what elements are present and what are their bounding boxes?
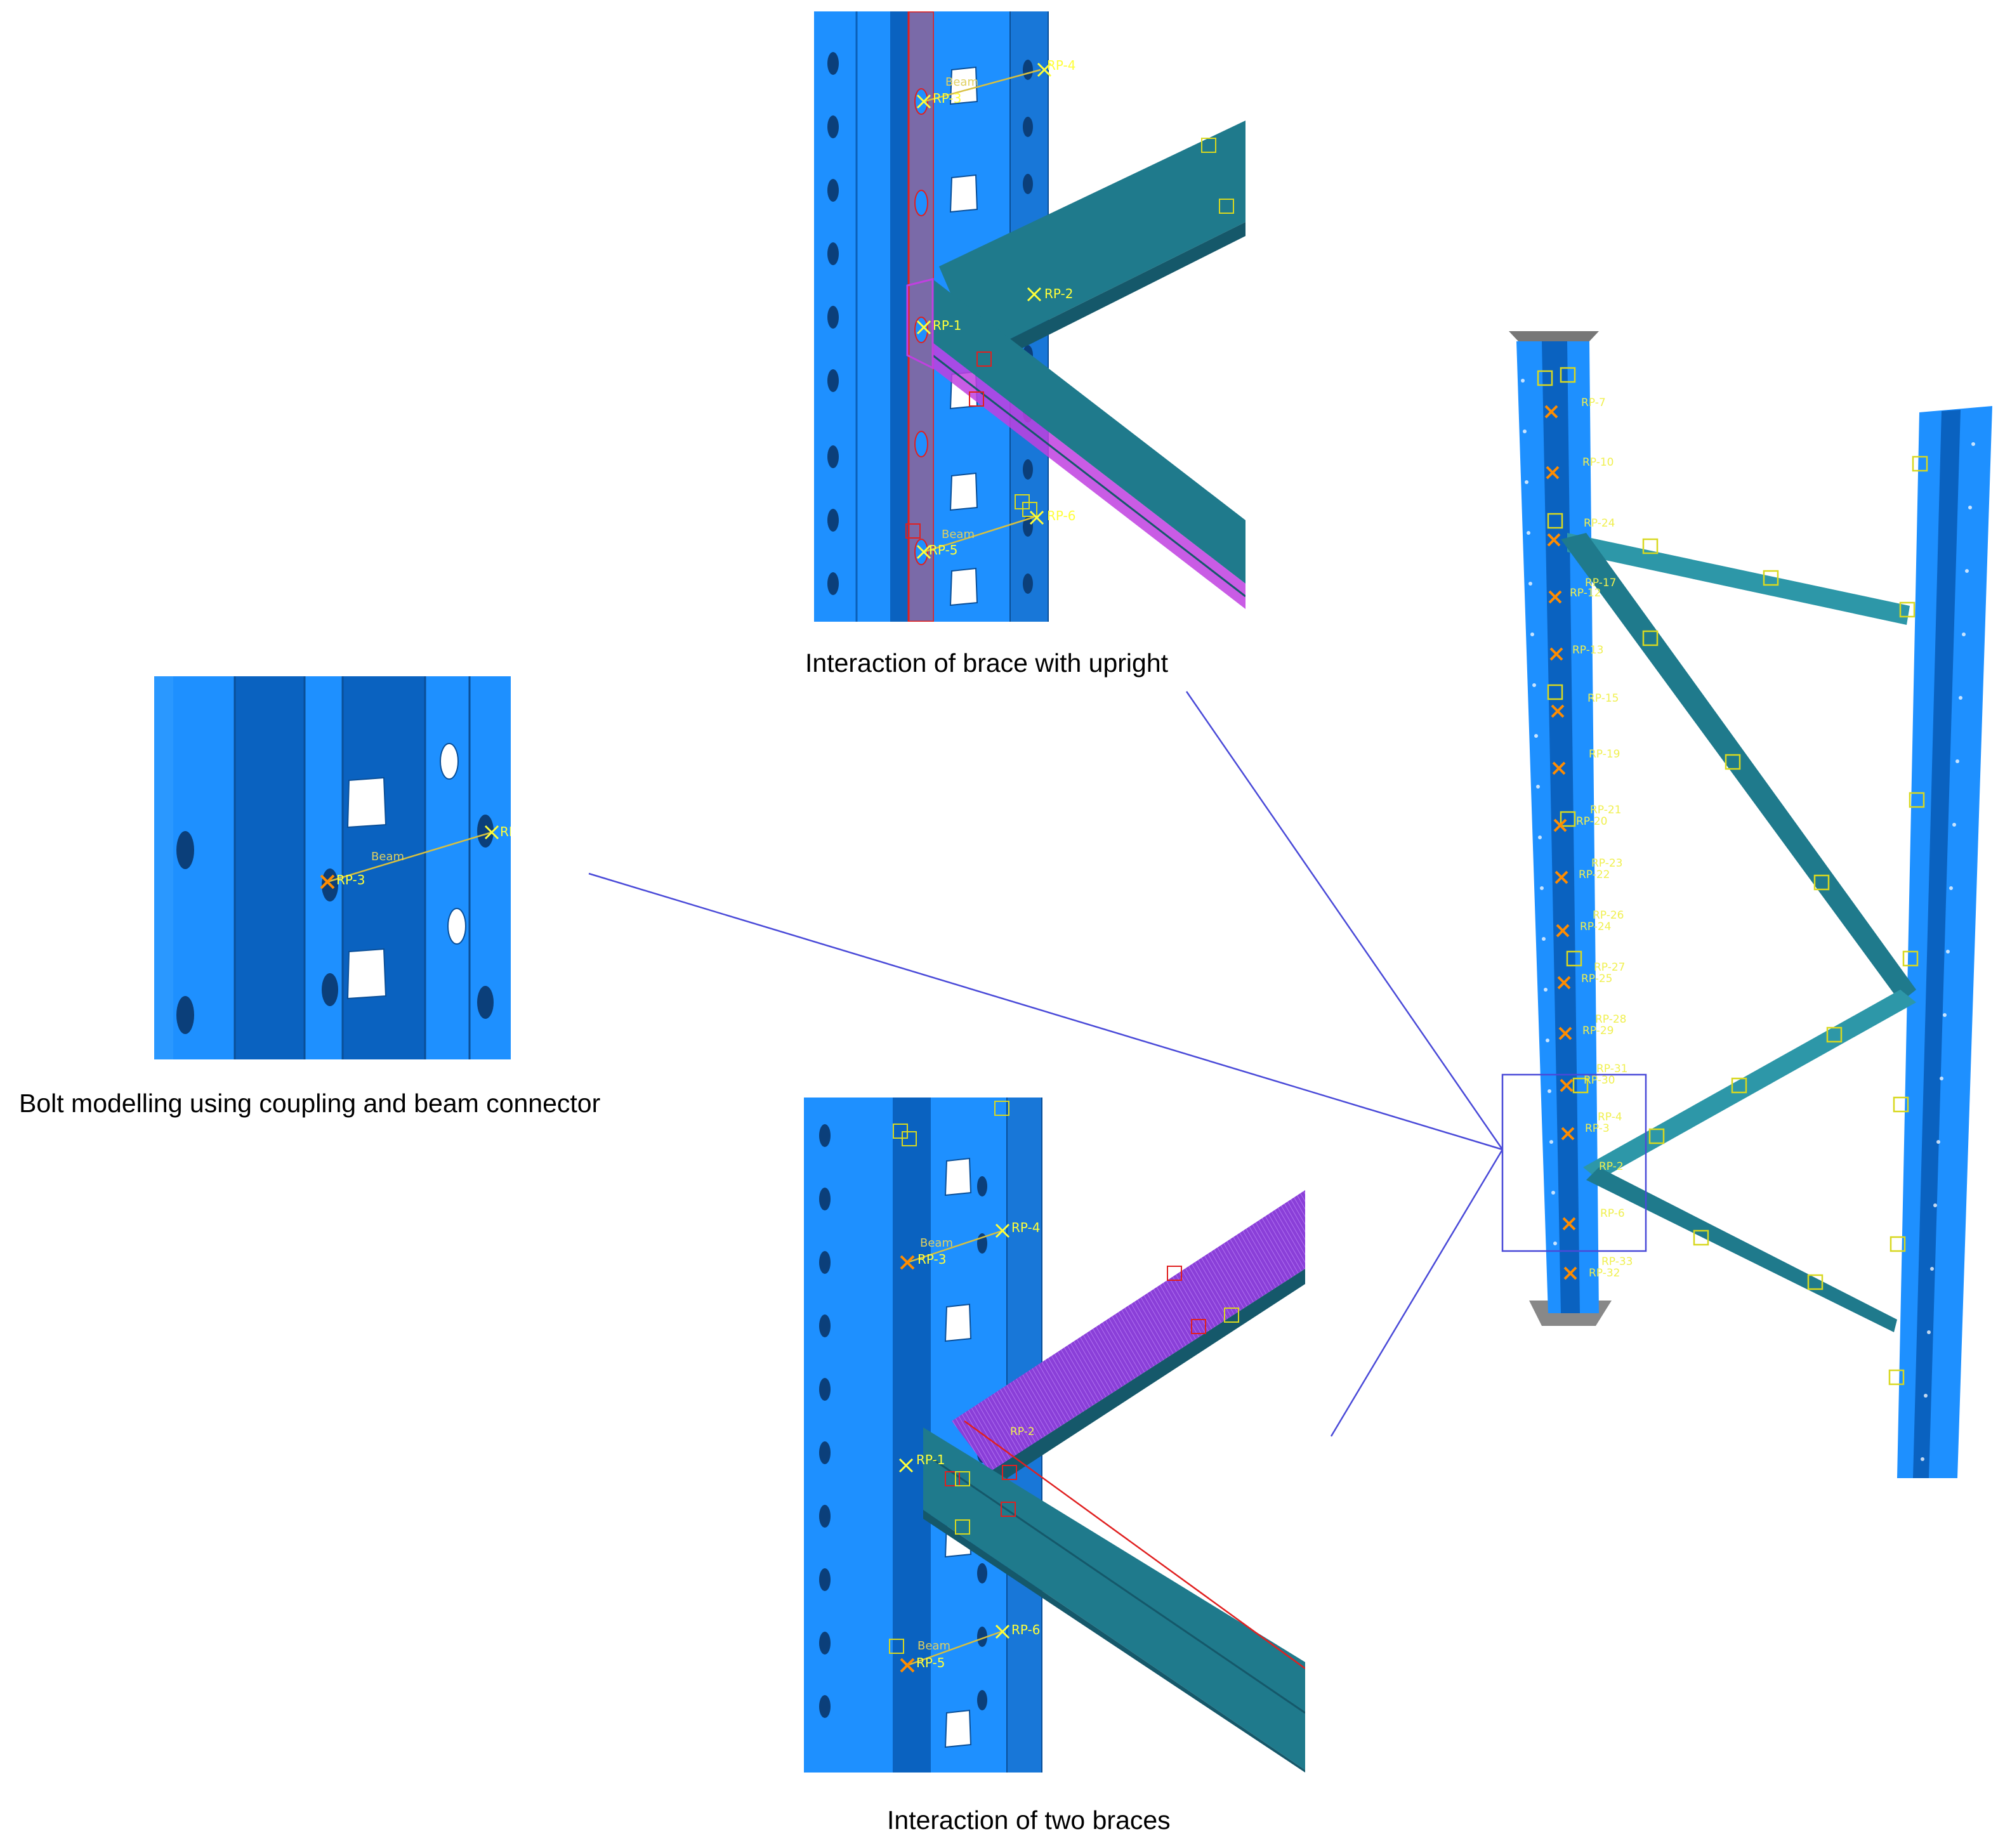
rp-label: RP-15 <box>1587 692 1619 705</box>
rp-label: RP-31 <box>1596 1063 1627 1075</box>
constraint-markers <box>1537 367 1928 1386</box>
reference-points <box>1544 405 1577 1280</box>
beam-label-left: Beam <box>371 850 404 863</box>
brace-lower <box>923 1427 1305 1770</box>
rp-label: RP-6 <box>1600 1207 1625 1220</box>
rp-label: RP-19 <box>1589 748 1620 761</box>
frame-rp-labels: RP-7 RP-10 RP-24 RP-17 RP-12 RP-13 RP-15… <box>1570 396 1633 1280</box>
upright-holes <box>819 1124 987 1718</box>
rp-label: RP-1 <box>933 318 961 333</box>
rp-label: RP-3 <box>1585 1122 1610 1135</box>
brace-horizontal-bottom <box>1586 1167 1897 1332</box>
upright-flange-left <box>804 1098 893 1773</box>
brace-upper <box>952 1190 1305 1472</box>
rp-label: RP-28 <box>1595 1013 1626 1026</box>
frame-model: RP-7 RP-10 RP-24 RP-17 RP-12 RP-13 RP-15… <box>1501 331 1992 1478</box>
rp-label: RP-10 <box>1582 456 1614 469</box>
rp-label: RP-3 <box>336 872 365 888</box>
upright-slots <box>346 743 466 1000</box>
brace-diagonal-upper <box>1561 533 1916 1002</box>
rp-label: RP-25 <box>1581 973 1612 985</box>
beam-label-top: Beam <box>945 75 978 89</box>
rp-label: RP-21 <box>1590 804 1621 816</box>
rp-label: RP-24 <box>1584 517 1615 530</box>
rp-label: RP-26 <box>1593 909 1624 922</box>
rp-label: RP-4 <box>500 824 529 839</box>
brace-horizontal-top <box>1567 533 1910 625</box>
rp-label: RP-1 <box>916 1452 945 1467</box>
rp-label: RP-27 <box>1594 961 1625 974</box>
callout-box <box>1501 1073 1647 1252</box>
caption-brace-upright: Interaction of brace with upright <box>805 648 1169 678</box>
rp-label: RP-29 <box>1582 1025 1614 1037</box>
beam-label-top: Beam <box>942 528 975 541</box>
rp-label: RP-13 <box>1572 644 1603 657</box>
beam-label-bottom: Beam <box>920 1236 953 1250</box>
rp-label: RP-22 <box>1579 868 1610 881</box>
rp-label: RP-4 <box>1011 1220 1040 1235</box>
rp-label: RP-17 <box>1585 577 1616 589</box>
rp-label: RP-4 <box>1598 1111 1622 1124</box>
rp-label: RP-5 <box>929 542 957 558</box>
rp-label: RP-6 <box>1047 508 1075 523</box>
rp-label: RP-2 <box>1599 1160 1624 1173</box>
rp-label: RP-5 <box>916 1655 945 1670</box>
rp-label: RP-33 <box>1601 1255 1633 1268</box>
detail-two-braces: Beam RP-3 RP-4 RP-2 RP-1 Beam RP-5 RP-6 <box>804 1098 1305 1773</box>
rp-label: RP-24 <box>1580 921 1611 933</box>
upright-web <box>235 676 305 1059</box>
rp-label: RP-20 <box>1576 815 1607 828</box>
rp-label: RP-32 <box>1589 1267 1620 1280</box>
upright-holes <box>1521 379 1975 1461</box>
detail-brace-upright: Beam RP-3 RP-4 RP-2 RP-1 Beam RP-5 RP-6 <box>814 11 1245 622</box>
top-plate <box>1509 331 1599 341</box>
rp-label: RP-3 <box>917 1252 946 1267</box>
rp-label: RP-30 <box>1584 1074 1615 1087</box>
beam-label-bottom: Beam <box>917 1639 950 1653</box>
upright-flange-left <box>814 11 890 622</box>
leader-lines <box>588 691 1504 1437</box>
upright-slots <box>944 1157 972 1748</box>
brace-diagonal-lower <box>1583 990 1916 1180</box>
rp-label: RP-4 <box>1047 58 1075 73</box>
rp-label: RP-7 <box>1581 396 1606 409</box>
rp-label: RP-6 <box>1011 1622 1040 1637</box>
rp-label: RP-12 <box>1570 587 1601 600</box>
brace-upper <box>939 121 1245 355</box>
rp-label: RP-2 <box>1010 1425 1035 1438</box>
caption-bolt-modelling: Bolt modelling using coupling and beam c… <box>19 1089 601 1118</box>
caption-two-braces: Interaction of two braces <box>887 1805 1171 1835</box>
rp-label: RP-23 <box>1591 857 1622 870</box>
rp-label: RP-2 <box>1044 286 1073 301</box>
brace-diagonal <box>933 279 1245 584</box>
rp-label: RP-3 <box>933 91 961 106</box>
detail-bolt-modelling: Beam RP-3 RP-4 <box>154 676 529 1059</box>
